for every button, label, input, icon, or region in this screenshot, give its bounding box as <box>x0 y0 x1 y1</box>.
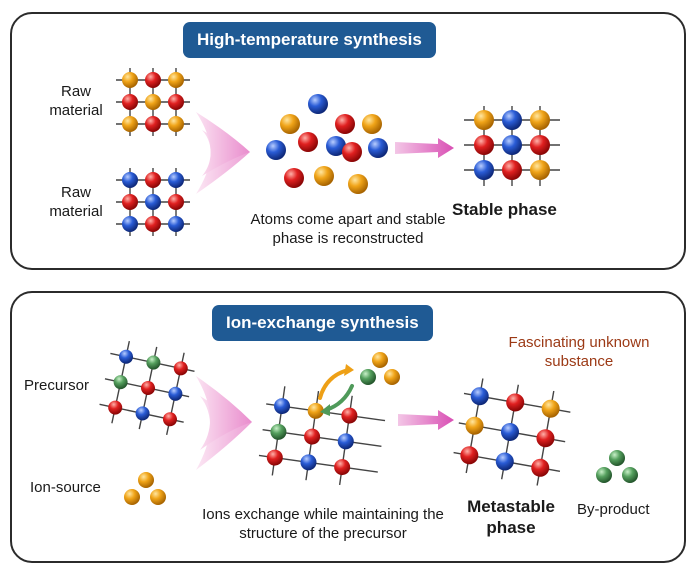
stable-phase-grid <box>464 106 560 186</box>
fascinating-note: Fascinating unknown substance <box>508 334 650 370</box>
high-temperature-title: High-temperature synthesis <box>183 22 436 58</box>
metastable-phase-label: Metastable phase <box>467 497 555 537</box>
leaving-ions <box>360 352 400 385</box>
raw-material-label-1: Raw material <box>49 83 103 119</box>
merge-funnel-top <box>196 112 250 194</box>
stable-phase-label: Stable phase <box>452 200 557 219</box>
byproduct-label: By-product <box>577 501 650 518</box>
merge-funnel-bottom <box>196 376 252 470</box>
precursor-label: Precursor <box>24 377 90 394</box>
byproduct-atoms <box>596 450 638 483</box>
ion-source-label: Ion-source <box>30 479 101 496</box>
exchange-grid <box>258 386 386 486</box>
raw-material-grid-2 <box>116 168 190 236</box>
raw-material-grid-1 <box>116 68 190 136</box>
high-temperature-caption: Atoms come apart and stable phase is rec… <box>250 211 446 247</box>
raw-material-label-2: Raw material <box>49 184 103 220</box>
ion-source-atoms <box>124 472 166 505</box>
arrow-top <box>395 138 454 158</box>
metastable-phase-grid <box>453 378 571 486</box>
ion-exchange-caption: Ions exchange while maintaining the stru… <box>202 506 444 542</box>
ion-exchange-title: Ion-exchange synthesis <box>212 305 433 341</box>
arrow-bottom <box>398 410 454 430</box>
precursor-grid <box>99 340 195 436</box>
scattered-atoms <box>266 94 388 194</box>
exchange-arrows-icon <box>318 364 354 416</box>
